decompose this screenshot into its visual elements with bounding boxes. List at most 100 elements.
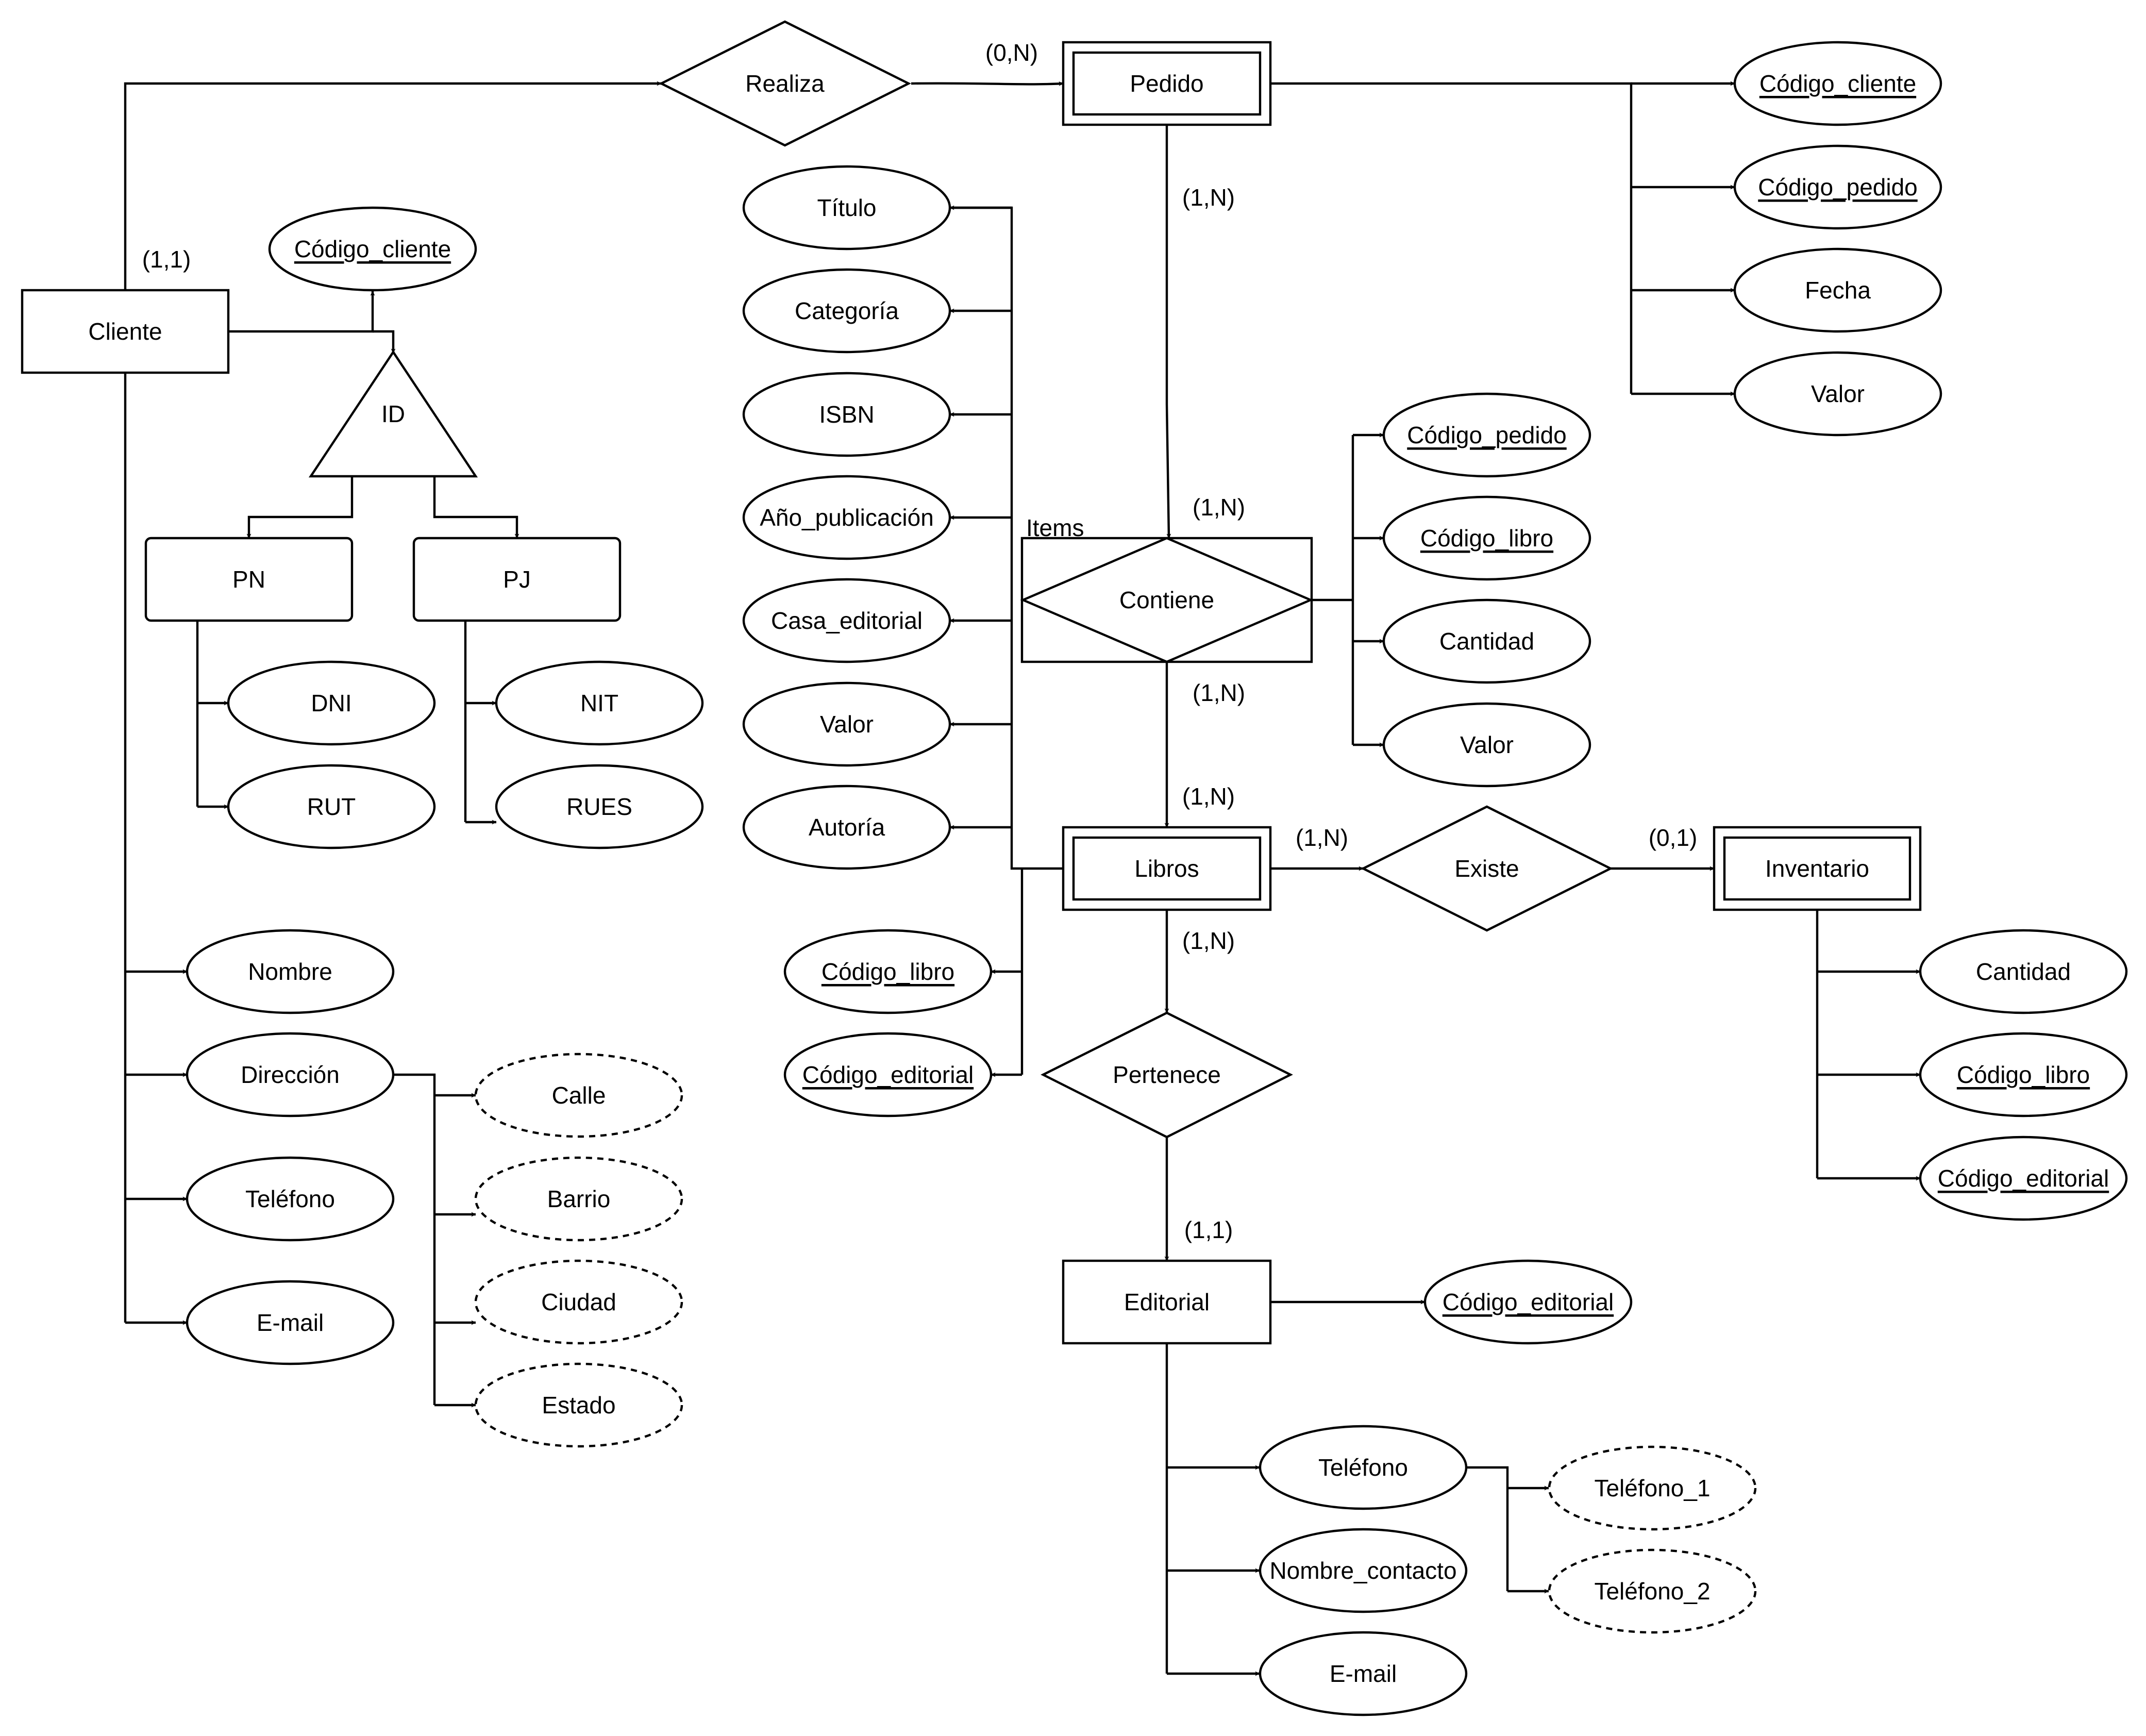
- specialization-id-triangle[interactable]: ID: [308, 350, 478, 478]
- attr-pj-nit-label: NIT: [580, 690, 618, 716]
- edge-pedido-contiene: [1165, 125, 1171, 539]
- relationship-pertenece-label: Pertenece: [1113, 1061, 1221, 1088]
- attr-inventario-codigo-editorial-label: Código_editorial: [1938, 1165, 2109, 1192]
- attr-pedido-codigo-pedido[interactable]: Código_pedido: [1733, 144, 1942, 230]
- cardinality-pertenece-editorial: (1,1): [1184, 1216, 1233, 1243]
- attr-libro-valor-label: Valor: [820, 711, 874, 738]
- specialization-id-label: ID: [381, 400, 405, 427]
- entity-inventario[interactable]: Inventario: [1713, 826, 1922, 911]
- attr-libro-valor[interactable]: Valor: [742, 681, 951, 767]
- edge-cliente-codigo: [228, 291, 375, 333]
- attr-libro-isbn[interactable]: ISBN: [742, 372, 951, 457]
- attr-libro-codigo-libro-label: Código_libro: [821, 958, 954, 985]
- cardinality-existe-inventario: (0,1): [1649, 824, 1698, 851]
- associative-entity-items[interactable]: Contiene Items: [1020, 514, 1314, 663]
- attr-inventario-codigo-libro[interactable]: Código_libro: [1919, 1032, 2128, 1117]
- cardinality-realiza-pedido: (0,N): [985, 39, 1038, 66]
- attr-libro-anio-publicacion-label: Año_publicación: [760, 504, 934, 531]
- attr-editorial-email-label: E-mail: [1330, 1660, 1397, 1687]
- relationship-pertenece[interactable]: Pertenece: [1041, 1011, 1293, 1139]
- attr-editorial-email[interactable]: E-mail: [1259, 1631, 1468, 1716]
- associative-entity-label: Items: [1026, 514, 1084, 541]
- edge-cliente-realiza: [124, 81, 662, 290]
- attr-pedido-valor[interactable]: Valor: [1733, 351, 1942, 437]
- edge-telefono-trunk: [1466, 1466, 1509, 1591]
- cardinality-libros-existe: (1,N): [1296, 824, 1348, 851]
- attr-inventario-cantidad-label: Cantidad: [1976, 958, 2071, 985]
- attr-inventario-codigo-editorial[interactable]: Código_editorial: [1919, 1136, 2128, 1221]
- attr-items-codigo-pedido[interactable]: Código_pedido: [1382, 392, 1591, 478]
- attr-libro-codigo-editorial[interactable]: Código_editorial: [783, 1032, 993, 1117]
- entity-editorial[interactable]: Editorial: [1062, 1259, 1272, 1345]
- relationship-existe[interactable]: Existe: [1361, 805, 1613, 932]
- entity-pn[interactable]: PN: [144, 537, 354, 622]
- attr-editorial-codigo-editorial[interactable]: Código_editorial: [1423, 1259, 1633, 1345]
- attr-pn-dni[interactable]: DNI: [227, 660, 436, 746]
- attr-pj-rues-label: RUES: [566, 793, 632, 820]
- attr-direccion-barrio[interactable]: Barrio: [474, 1156, 683, 1242]
- entity-pj[interactable]: PJ: [412, 537, 622, 622]
- attr-direccion-calle[interactable]: Calle: [474, 1053, 683, 1138]
- attr-pedido-codigo-cliente[interactable]: Código_cliente: [1733, 41, 1942, 126]
- attr-libro-categoria-label: Categoría: [795, 297, 899, 324]
- entity-inventario-label: Inventario: [1765, 855, 1869, 882]
- attr-libro-autoria[interactable]: Autoría: [742, 784, 951, 870]
- attr-items-cantidad-label: Cantidad: [1439, 628, 1534, 655]
- relationship-existe-label: Existe: [1454, 855, 1519, 882]
- entity-libros[interactable]: Libros: [1062, 826, 1272, 911]
- attr-items-codigo-libro-label: Código_libro: [1420, 525, 1553, 552]
- attr-items-cantidad[interactable]: Cantidad: [1382, 598, 1591, 684]
- entity-cliente[interactable]: Cliente: [21, 289, 230, 374]
- attr-telefono-2[interactable]: Teléfono_2: [1548, 1548, 1757, 1634]
- attr-libro-codigo-editorial-label: Código_editorial: [802, 1061, 974, 1088]
- attr-direccion-calle-label: Calle: [552, 1082, 606, 1109]
- edge-realiza-pedido: [911, 81, 1064, 86]
- relationship-realiza[interactable]: Realiza: [659, 20, 911, 147]
- attr-cliente-email-label: E-mail: [257, 1309, 324, 1336]
- attr-libro-categoria[interactable]: Categoría: [742, 268, 951, 354]
- attr-direccion-estado-label: Estado: [542, 1392, 615, 1418]
- attr-cliente-codigo-cliente-label: Código_cliente: [294, 236, 451, 262]
- entity-pedido-label: Pedido: [1130, 70, 1203, 97]
- attr-pn-dni-label: DNI: [311, 690, 351, 716]
- entity-pedido[interactable]: Pedido: [1062, 41, 1272, 126]
- attr-cliente-nombre[interactable]: Nombre: [186, 929, 395, 1014]
- attr-direccion-estado[interactable]: Estado: [474, 1362, 683, 1448]
- attr-cliente-nombre-label: Nombre: [248, 958, 332, 985]
- attr-inventario-cantidad[interactable]: Cantidad: [1919, 929, 2128, 1014]
- attr-items-codigo-pedido-label: Código_pedido: [1407, 422, 1567, 448]
- attr-pedido-fecha[interactable]: Fecha: [1733, 247, 1942, 333]
- attr-pedido-codigo-pedido-label: Código_pedido: [1758, 174, 1918, 201]
- attr-cliente-email[interactable]: E-mail: [186, 1280, 395, 1365]
- attr-libro-anio-publicacion[interactable]: Año_publicación: [742, 475, 951, 560]
- attr-libro-casa-editorial[interactable]: Casa_editorial: [742, 578, 951, 663]
- attr-cliente-direccion[interactable]: Dirección: [186, 1032, 395, 1117]
- attr-cliente-codigo-cliente[interactable]: Código_cliente: [268, 206, 477, 292]
- cardinality-pedido-contiene: (1,N): [1182, 184, 1235, 211]
- attr-pj-rues[interactable]: RUES: [495, 764, 704, 849]
- cardinality-contiene-libros: (1,N): [1182, 783, 1235, 810]
- attr-libro-codigo-libro[interactable]: Código_libro: [783, 929, 993, 1014]
- attr-pedido-fecha-label: Fecha: [1805, 277, 1871, 304]
- attr-pn-rut[interactable]: RUT: [227, 764, 436, 849]
- attr-direccion-ciudad[interactable]: Ciudad: [474, 1259, 683, 1345]
- attr-inventario-codigo-libro-label: Código_libro: [1957, 1061, 2090, 1088]
- attr-telefono-1-label: Teléfono_1: [1594, 1475, 1710, 1501]
- cardinality-contiene-top: (1,N): [1193, 494, 1245, 521]
- attr-editorial-telefono[interactable]: Teléfono: [1259, 1425, 1468, 1510]
- attr-editorial-telefono-label: Teléfono: [1318, 1454, 1408, 1481]
- attr-items-codigo-libro[interactable]: Código_libro: [1382, 495, 1591, 581]
- attr-cliente-telefono[interactable]: Teléfono: [186, 1156, 395, 1242]
- entity-libros-label: Libros: [1134, 855, 1199, 882]
- attr-cliente-telefono-label: Teléfono: [245, 1186, 335, 1212]
- attr-editorial-nombre-contacto-label: Nombre_contacto: [1269, 1557, 1456, 1584]
- connector-lines: [124, 81, 1921, 1676]
- attr-items-valor[interactable]: Valor: [1382, 702, 1591, 788]
- attr-telefono-1[interactable]: Teléfono_1: [1548, 1445, 1757, 1531]
- attr-libro-titulo-label: Título: [817, 194, 876, 221]
- attr-editorial-nombre-contacto[interactable]: Nombre_contacto: [1259, 1528, 1468, 1613]
- edge-id-pn: [246, 476, 354, 539]
- attr-libro-titulo[interactable]: Título: [742, 165, 951, 251]
- attr-pj-nit[interactable]: NIT: [495, 660, 704, 746]
